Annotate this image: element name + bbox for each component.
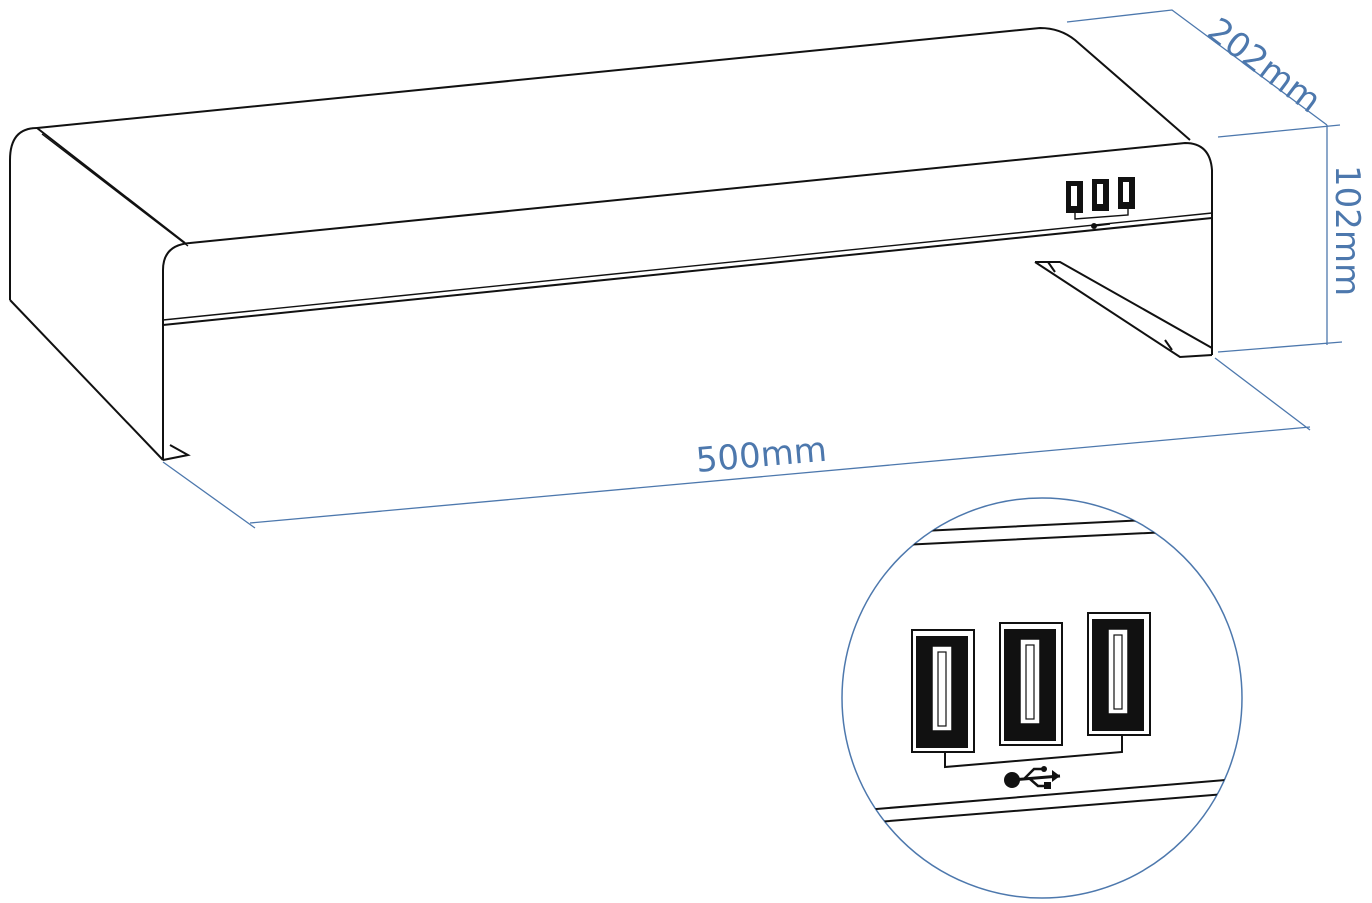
usb-icon — [1004, 766, 1061, 789]
usb-port — [1087, 612, 1151, 736]
width-label: 500mm — [694, 430, 828, 481]
depth-label: 202mm — [1200, 10, 1329, 121]
usb-detail-callout — [841, 497, 1243, 899]
dimension-width: 500mm — [162, 357, 1311, 529]
monitor-stand-drawing — [9, 26, 1213, 461]
usb-ports-small — [1066, 177, 1135, 229]
dimension-depth: 202mm — [1066, 9, 1341, 138]
height-label: 102mm — [1327, 165, 1367, 296]
usb-port — [911, 629, 975, 753]
usb-port — [999, 622, 1063, 746]
dimension-height: 102mm — [1217, 125, 1367, 353]
